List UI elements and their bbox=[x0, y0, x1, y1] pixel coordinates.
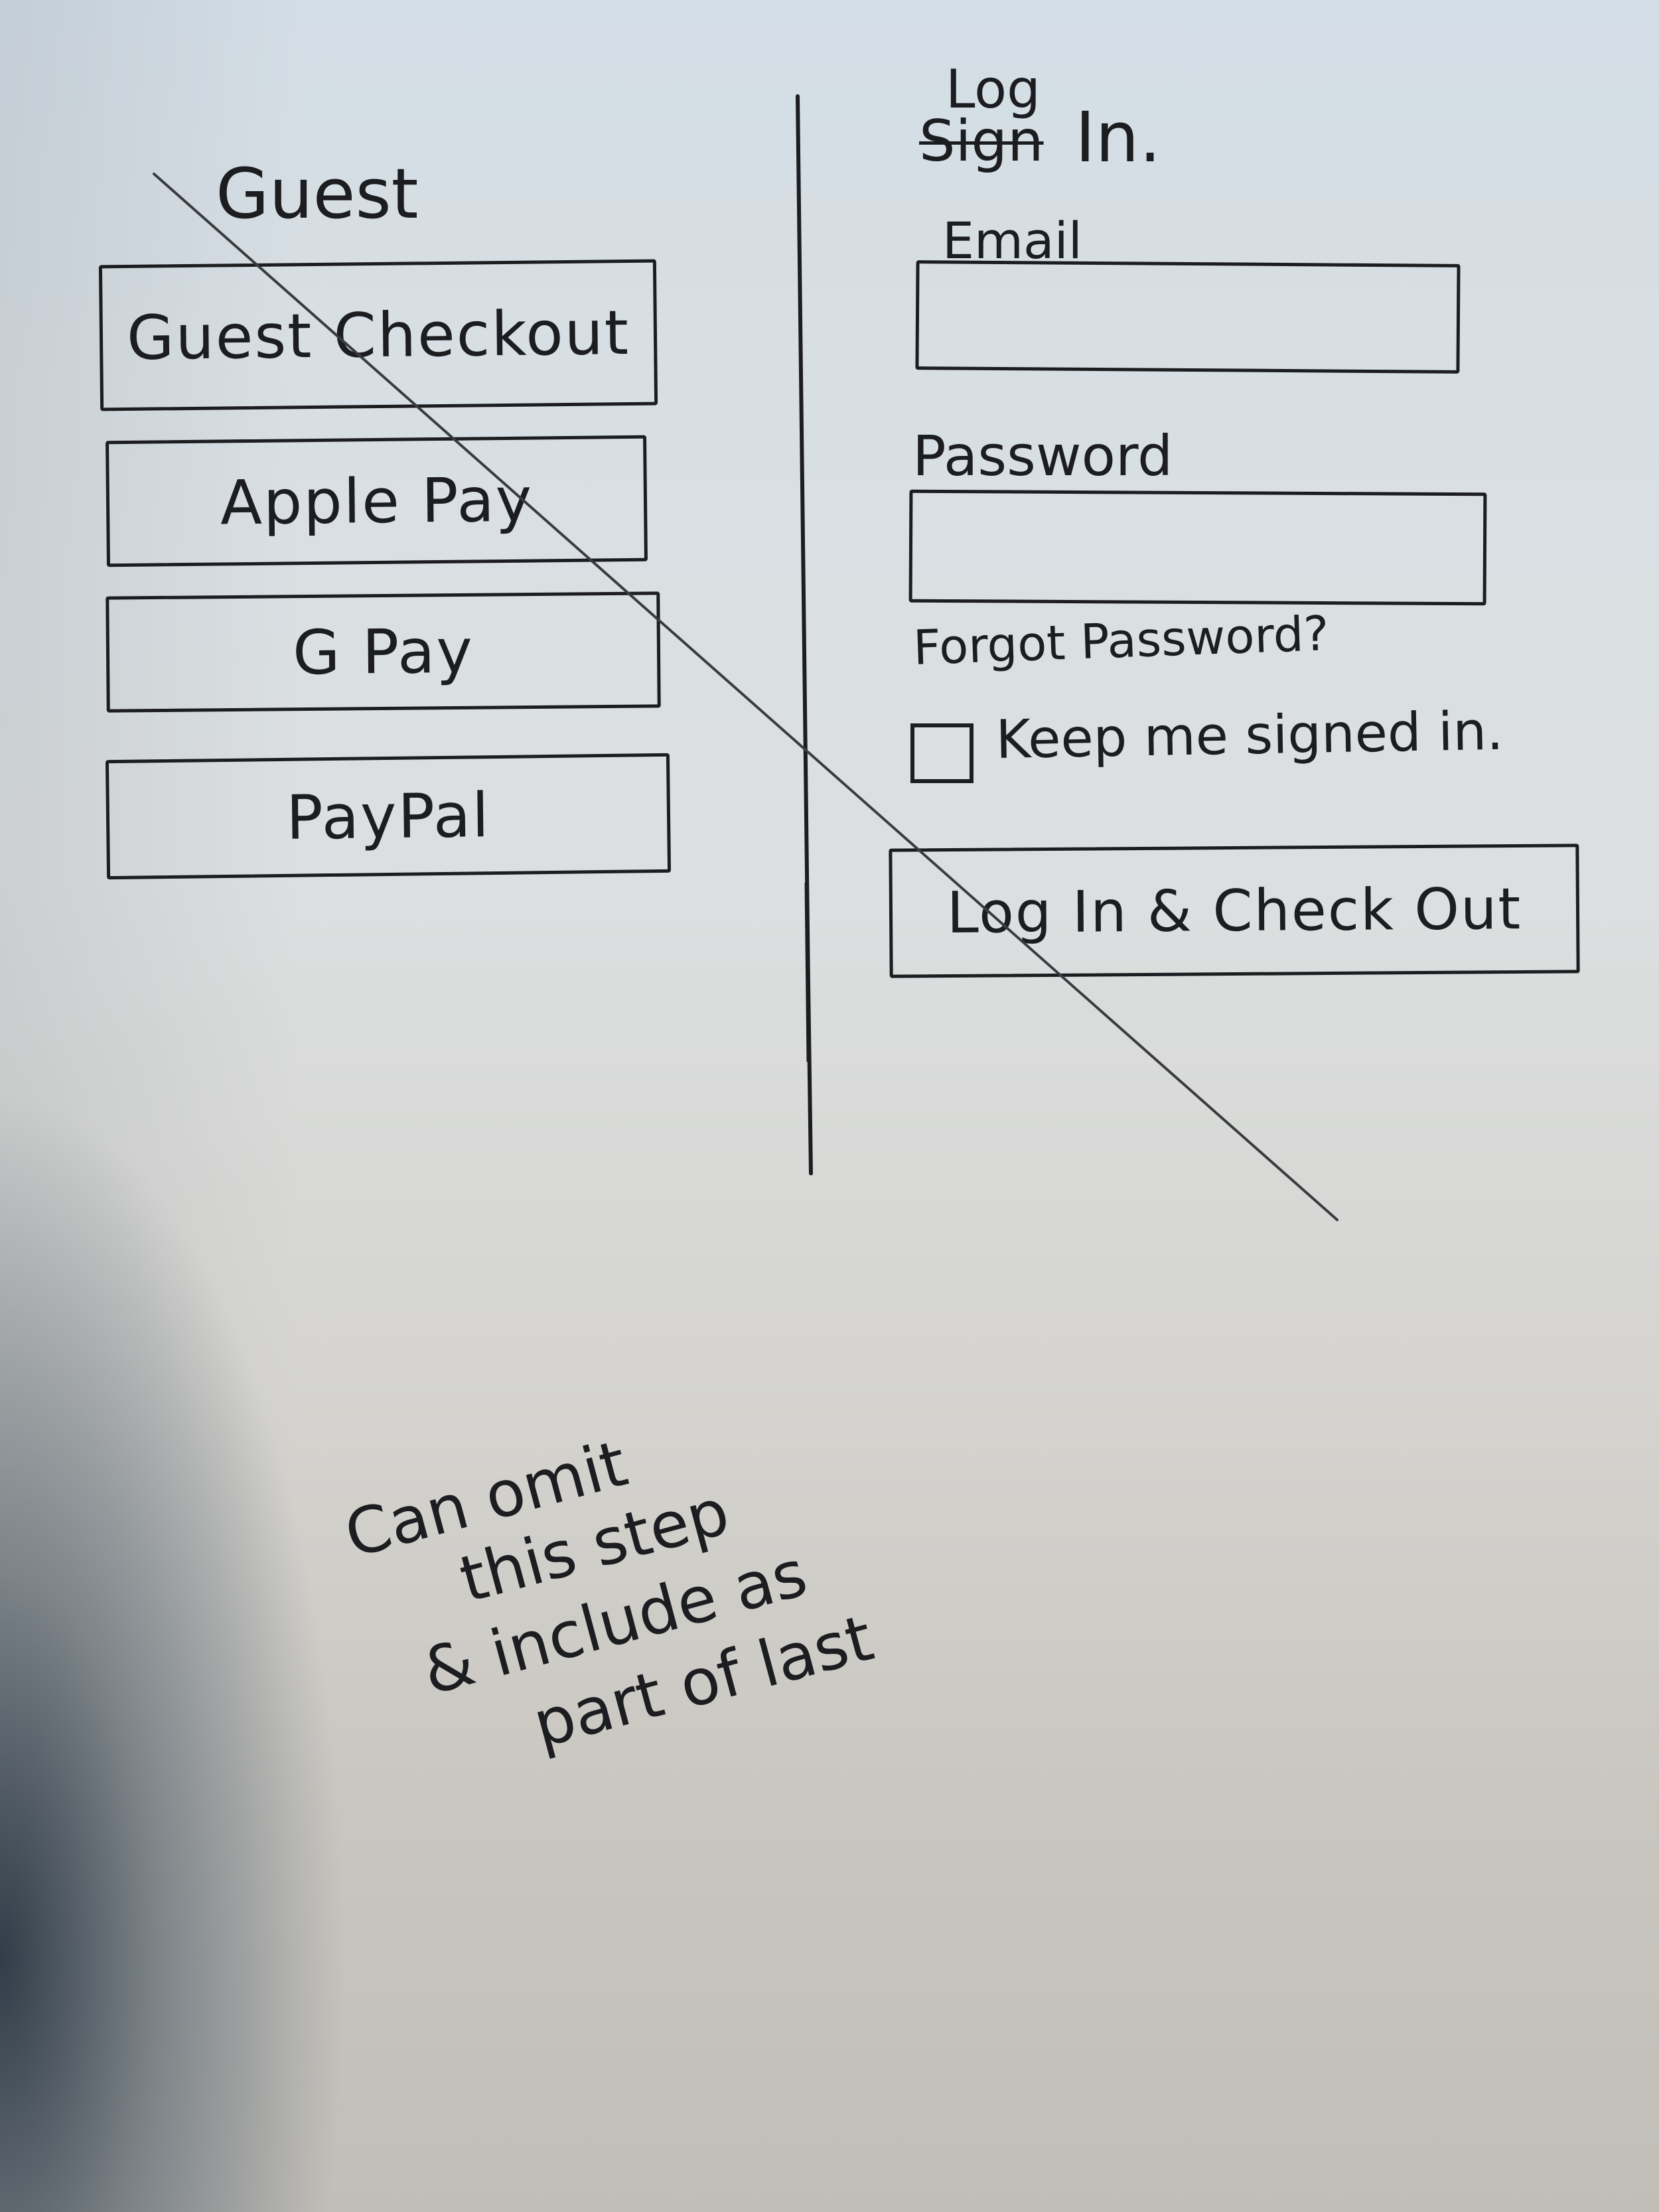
login-heading: In. bbox=[1075, 97, 1161, 178]
password-field[interactable] bbox=[908, 489, 1487, 606]
heading-struck-word: Sign bbox=[919, 108, 1044, 175]
login-checkout-button[interactable]: Log In & Check Out bbox=[889, 844, 1580, 978]
keep-signed-in-label: Keep me signed in. bbox=[995, 700, 1504, 771]
keep-signed-in-checkbox[interactable] bbox=[910, 723, 974, 783]
apple-pay-button[interactable]: Apple Pay bbox=[106, 435, 648, 567]
guest-checkout-label: Guest Checkout bbox=[126, 297, 630, 374]
email-field[interactable] bbox=[915, 260, 1461, 374]
g-pay-label: G Pay bbox=[292, 615, 474, 689]
password-label: Password bbox=[912, 423, 1173, 488]
login-checkout-label: Log In & Check Out bbox=[946, 875, 1522, 946]
heading-inserted-word: Log bbox=[946, 58, 1041, 120]
forgot-password-link[interactable]: Forgot Password? bbox=[912, 605, 1330, 676]
apple-pay-label: Apple Pay bbox=[220, 464, 534, 538]
paypal-label: PayPal bbox=[285, 779, 491, 853]
guest-heading: Guest bbox=[216, 153, 419, 234]
g-pay-button[interactable]: G Pay bbox=[106, 591, 661, 713]
column-divider bbox=[796, 94, 813, 1175]
paypal-button[interactable]: PayPal bbox=[105, 753, 672, 880]
divider-retrace bbox=[804, 882, 810, 1063]
margin-note: Can omit this step & include as part of … bbox=[332, 1325, 998, 1813]
email-label: Email bbox=[942, 211, 1082, 270]
guest-checkout-button[interactable]: Guest Checkout bbox=[98, 259, 658, 411]
